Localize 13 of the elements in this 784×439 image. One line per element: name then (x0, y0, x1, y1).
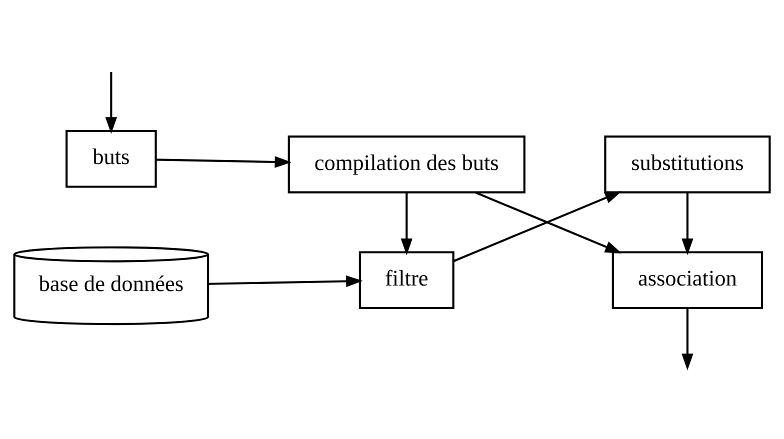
arrow (454, 191, 622, 262)
node-box: association (612, 251, 764, 310)
node-box: compilation des buts (288, 136, 526, 194)
node-box: filtre (358, 251, 454, 310)
node-box: substitutions (604, 136, 771, 194)
arrow (682, 192, 694, 256)
arrow (474, 191, 622, 254)
arrow (208, 275, 363, 288)
node-box: buts (66, 130, 157, 188)
arrow (400, 192, 412, 256)
arrow (682, 308, 694, 370)
arrow (156, 156, 292, 168)
arrow (105, 72, 118, 134)
